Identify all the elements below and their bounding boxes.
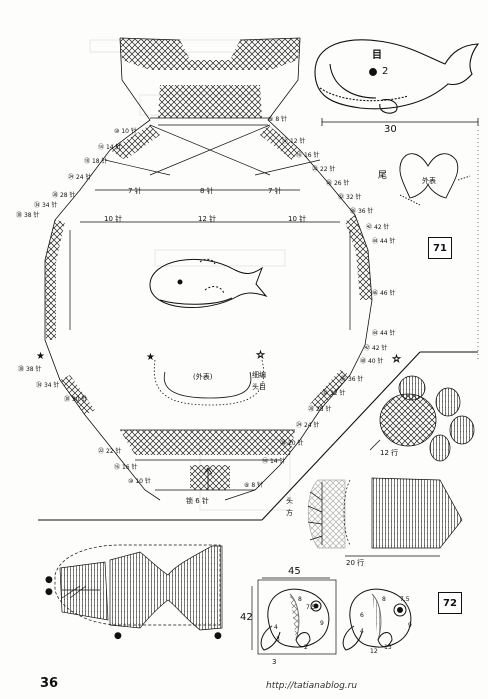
row-right: ⑭ 14 针 <box>262 458 286 465</box>
row-right: ㊻ 46 针 <box>372 290 396 297</box>
row-left: ⑱ 18 针 <box>84 158 108 165</box>
figure-71-number: 71 <box>428 237 452 259</box>
fish-left-number: 2 <box>304 644 308 651</box>
fish-right-number: 6 <box>360 612 364 619</box>
row-right: ㉜ 32 针 <box>338 194 362 201</box>
jar-whale-motif <box>149 258 268 308</box>
row-left: ⑭ 14 针 <box>98 144 122 151</box>
svg-text:★: ★ <box>146 352 155 363</box>
figure-72-number-text: 72 <box>443 597 457 609</box>
row-left: ㉞ 34 针 <box>36 382 60 389</box>
svg-text:●: ● <box>114 631 122 641</box>
flower-motif <box>369 375 475 462</box>
whale-illustration <box>314 39 480 114</box>
fin-chart <box>307 477 463 557</box>
inner-count: 8 针 <box>200 187 214 195</box>
fish-left-number: 7.5 <box>306 604 316 611</box>
row-left: ㊳ 38 针 <box>16 212 40 219</box>
inner-count: 7 针 <box>268 187 282 195</box>
center-weave-label: 细编 <box>252 371 266 379</box>
fish-right-number: 12 <box>370 648 378 655</box>
row-right: ⑫ 12 针 <box>282 138 306 145</box>
whale-width: 30 <box>384 124 397 135</box>
row-right: ㊹ 44 针 <box>372 238 396 245</box>
fish-right-number: 7.5 <box>400 596 410 603</box>
svg-text:●: ● <box>45 575 53 585</box>
fish-left-number: 4 <box>274 624 278 631</box>
whale-eye-label: 目 <box>372 50 382 61</box>
row-left: ㊳ 38 针 <box>18 366 42 373</box>
inner-count: 7 针 <box>128 187 142 195</box>
fish-left-number: 3 <box>276 636 280 643</box>
inner-count: 10 针 <box>288 215 307 223</box>
svg-text:●: ● <box>214 631 222 641</box>
fish-right-number: 8 <box>382 596 386 603</box>
row-right: ㊱ 36 针 <box>350 208 374 215</box>
row-right: ㉘ 28 针 <box>308 406 332 413</box>
row-left: ⑩ 10 针 <box>114 128 137 135</box>
fish-chart <box>54 544 223 631</box>
row-right: ㉜ 32 针 <box>322 390 346 397</box>
row-left: ㉔ 24 针 <box>68 174 92 181</box>
row-right: ㊷ 42 针 <box>364 345 388 352</box>
row-right: ㊱ 36 针 <box>340 376 364 383</box>
row-right: ㉔ 24 针 <box>296 422 320 429</box>
inner-count: 10 针 <box>104 215 123 223</box>
row-right: ⑯ 16 针 <box>296 152 320 159</box>
row-left: ⑩ 10 针 <box>128 478 151 485</box>
fish-right-number: 13 <box>384 644 392 651</box>
figure-71-number-text: 71 <box>433 242 447 254</box>
center-outer-label: (外表) <box>193 373 213 381</box>
row-right: ㉖ 26 针 <box>326 180 350 187</box>
fish-left <box>257 579 337 655</box>
fish-right-number: 4 <box>360 628 364 635</box>
svg-text:●: ● <box>45 587 53 597</box>
row-right: ㊵ 40 针 <box>360 358 384 365</box>
row-left: ㉒ 22 针 <box>98 448 122 455</box>
page-number: 36 <box>40 676 59 691</box>
fish-right-number: 9 <box>408 622 412 629</box>
tail-outer-label: 外表 <box>422 177 436 185</box>
fish-base-label: 3 <box>272 658 277 666</box>
fin-rows-label: 20 行 <box>346 559 365 567</box>
fish-left-number: 9 <box>320 620 324 627</box>
row-left: ㉞ 34 针 <box>34 202 58 209</box>
bottom-chain-label: 锁 6 针 <box>186 497 209 505</box>
svg-text:★: ★ <box>36 351 45 362</box>
row-right: ㉒ 22 针 <box>312 166 336 173</box>
fish-right <box>342 588 412 651</box>
tail-piece <box>399 153 471 206</box>
whale-tail-label: 尾 <box>378 171 388 181</box>
jar-stitch-band <box>45 38 372 490</box>
figure-72-number: 72 <box>438 592 462 614</box>
fish-left-number: 8 <box>298 596 302 603</box>
row-right: ⑧ 8 针 <box>244 482 264 489</box>
whale-eye-count: 2 <box>382 66 389 77</box>
flower-rows-label: 12 行 <box>380 449 399 457</box>
row-right: ㊷ 42 针 <box>366 224 390 231</box>
fish-height-label: 42 <box>240 612 253 623</box>
row-right: ⑳ 20 针 <box>280 440 304 447</box>
fish-width-label: 45 <box>288 566 301 577</box>
fin-direction-label: 方 <box>286 509 293 517</box>
row-right: ㊹ 44 针 <box>372 330 396 337</box>
row-left: ㉚ 30 针 <box>64 396 88 403</box>
row-right: ⑧ 8 针 <box>268 116 288 123</box>
inner-count: 12 针 <box>198 215 217 223</box>
website-link[interactable]: http://tatianablog.ru <box>266 681 358 691</box>
svg-text:☆: ☆ <box>392 354 401 365</box>
svg-text:☆: ☆ <box>256 350 265 361</box>
row-left: ㉘ 28 针 <box>52 192 76 199</box>
row-left: ⑯ 16 针 <box>114 464 138 471</box>
fin-head-label: 头 <box>286 497 293 505</box>
center-head-label: 头目 <box>252 383 266 391</box>
